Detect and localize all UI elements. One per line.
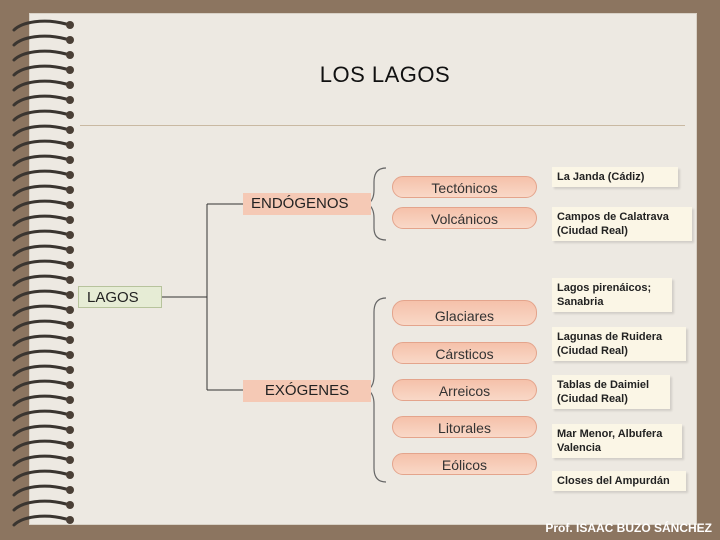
spiral-ring xyxy=(12,454,68,467)
example-arreicos: Tablas de Daimiel (Ciudad Real) xyxy=(552,375,670,409)
spiral-hole xyxy=(66,516,74,524)
type-glaciares: Glaciares xyxy=(392,300,537,326)
type-litorales: Litorales xyxy=(392,416,537,438)
spiral-ring xyxy=(12,409,68,422)
spiral-ring xyxy=(12,19,68,32)
spiral-hole xyxy=(66,66,74,74)
spiral-ring xyxy=(12,154,68,167)
type-tectonicos: Tectónicos xyxy=(392,176,537,198)
spiral-ring xyxy=(12,259,68,272)
example-volcanicos: Campos de Calatrava (Ciudad Real) xyxy=(552,207,692,241)
spiral-ring xyxy=(12,49,68,62)
spiral-ring xyxy=(12,334,68,347)
spiral-hole xyxy=(66,156,74,164)
spiral-ring xyxy=(12,319,68,332)
spiral-hole xyxy=(66,486,74,494)
spiral-ring xyxy=(12,364,68,377)
spiral-ring xyxy=(12,484,68,497)
spiral-ring xyxy=(12,94,68,107)
spiral-hole xyxy=(66,336,74,344)
spiral-hole xyxy=(66,216,74,224)
spiral-ring xyxy=(12,109,68,122)
spiral-hole xyxy=(66,411,74,419)
spiral-hole xyxy=(66,351,74,359)
spiral-hole xyxy=(66,381,74,389)
category-endogenos: ENDÓGENOS xyxy=(243,193,371,215)
type-volcanicos: Volcánicos xyxy=(392,207,537,229)
example-glaciares: Lagos pirenáicos; Sanabria xyxy=(552,278,672,312)
spiral-hole xyxy=(66,456,74,464)
spiral-hole xyxy=(66,81,74,89)
spiral-ring xyxy=(12,379,68,392)
spiral-hole xyxy=(66,306,74,314)
spiral-hole xyxy=(66,501,74,509)
spiral-hole xyxy=(66,396,74,404)
spiral-ring xyxy=(12,439,68,452)
type-arreicos: Arreicos xyxy=(392,379,537,401)
spiral-ring xyxy=(12,184,68,197)
spiral-hole xyxy=(66,261,74,269)
spiral-ring xyxy=(12,139,68,152)
category-exogenos: EXÓGENES xyxy=(243,380,371,402)
spiral-hole xyxy=(66,126,74,134)
spiral-ring xyxy=(12,289,68,302)
spiral-ring xyxy=(12,499,68,512)
spiral-ring xyxy=(12,244,68,257)
example-tectonicos: La Janda (Cádiz) xyxy=(552,167,678,187)
spiral-ring xyxy=(12,349,68,362)
spiral-hole xyxy=(66,246,74,254)
spiral-ring xyxy=(12,214,68,227)
spiral-hole xyxy=(66,366,74,374)
footer-author: Prof. ISAAC BUZO SÁNCHEZ xyxy=(545,521,712,535)
spiral-hole xyxy=(66,51,74,59)
spiral-ring xyxy=(12,469,68,482)
type-carsticos: Cársticos xyxy=(392,342,537,364)
spiral-ring xyxy=(12,424,68,437)
example-litorales: Mar Menor, Albufera Valencia xyxy=(552,424,682,458)
spiral-hole xyxy=(66,291,74,299)
spiral-binding xyxy=(12,19,74,527)
spiral-ring xyxy=(12,34,68,47)
spiral-hole xyxy=(66,441,74,449)
spiral-hole xyxy=(66,96,74,104)
spiral-hole xyxy=(66,471,74,479)
spiral-ring xyxy=(12,169,68,182)
spiral-ring xyxy=(12,64,68,77)
type-eolicos: Eólicos xyxy=(392,453,537,475)
spiral-ring xyxy=(12,124,68,137)
spiral-ring xyxy=(12,229,68,242)
spiral-ring xyxy=(12,304,68,317)
spiral-ring xyxy=(12,199,68,212)
root-node-lagos: LAGOS xyxy=(78,286,162,308)
spiral-hole xyxy=(66,21,74,29)
spiral-hole xyxy=(66,426,74,434)
example-eolicos: Closes del Ampurdán xyxy=(552,471,686,491)
example-carsticos: Lagunas de Ruidera (Ciudad Real) xyxy=(552,327,686,361)
spiral-hole xyxy=(66,201,74,209)
spiral-hole xyxy=(66,186,74,194)
spiral-ring xyxy=(12,274,68,287)
spiral-hole xyxy=(66,111,74,119)
spiral-hole xyxy=(66,276,74,284)
page-title: LOS LAGOS xyxy=(319,62,451,87)
spiral-ring xyxy=(12,394,68,407)
title-divider xyxy=(80,125,685,126)
spiral-hole xyxy=(66,231,74,239)
spiral-hole xyxy=(66,141,74,149)
spiral-ring xyxy=(12,514,68,527)
spiral-hole xyxy=(66,36,74,44)
spiral-ring xyxy=(12,79,68,92)
spiral-hole xyxy=(66,321,74,329)
spiral-hole xyxy=(66,171,74,179)
